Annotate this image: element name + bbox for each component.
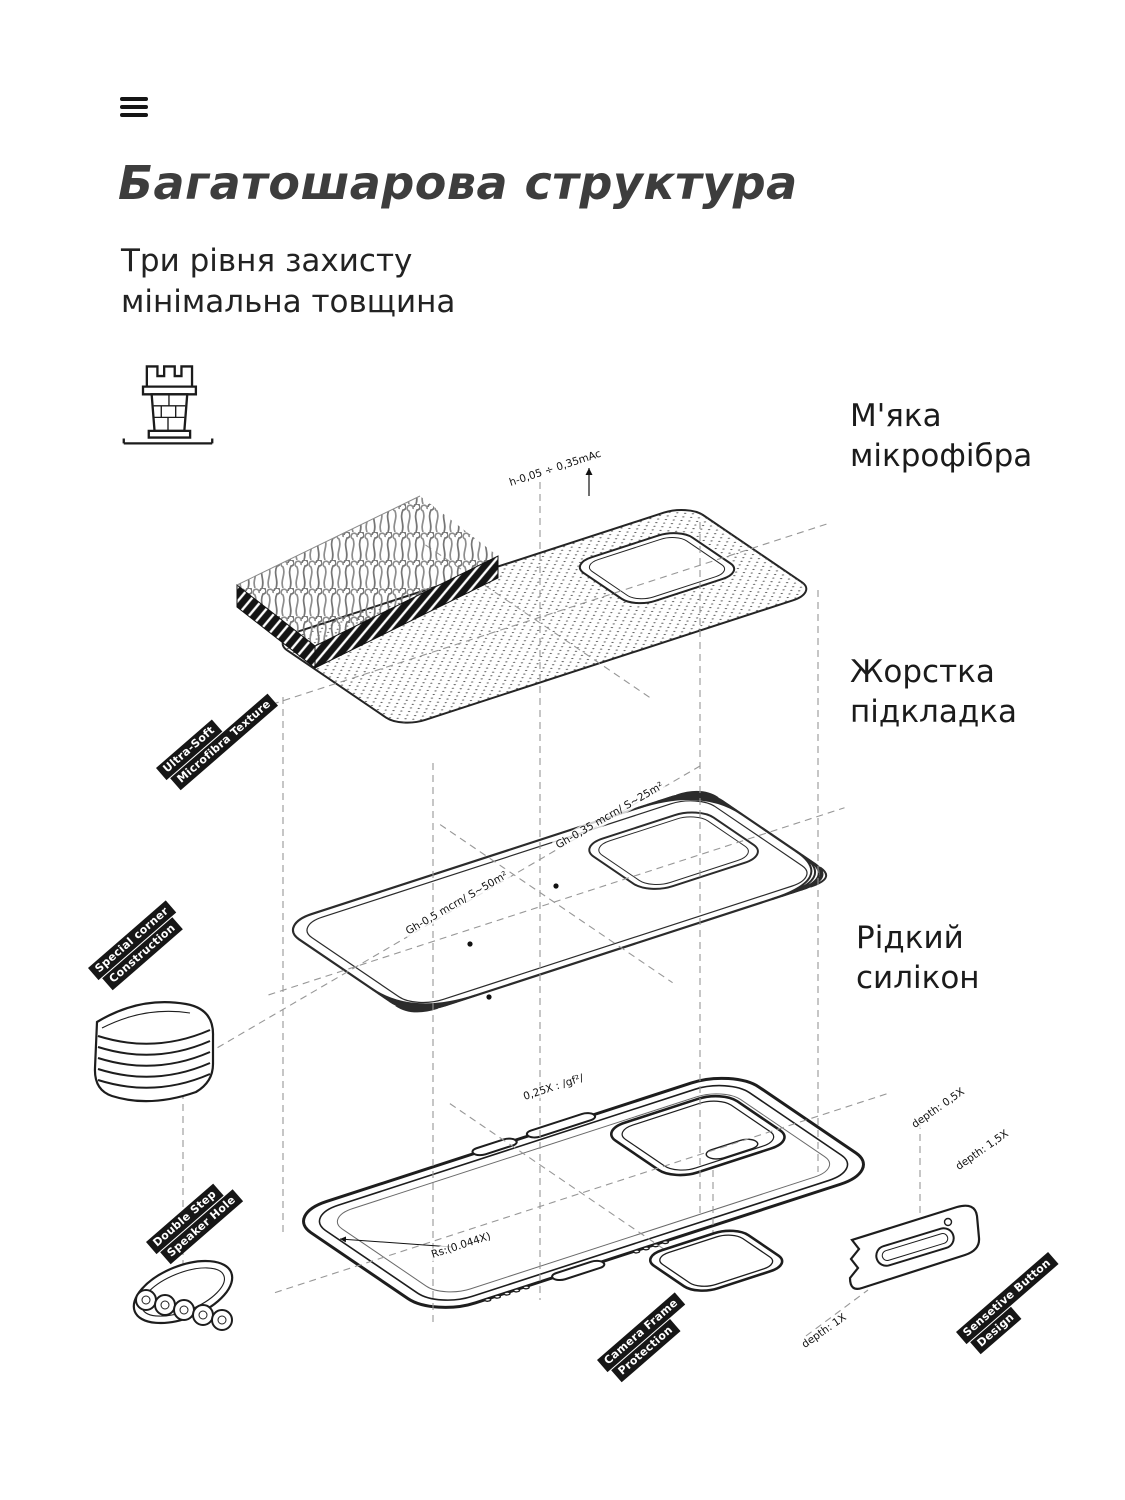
bottom-edge-details — [481, 1238, 673, 1304]
microfiber-texture-patch — [236, 495, 499, 670]
label-silicone-line1: Рідкий — [856, 920, 964, 956]
subtitle-line-2: мінімальна товщина — [121, 284, 456, 320]
label-lining-line2: підкладка — [850, 694, 1018, 730]
label-lining: Жорстка підкладка — [850, 652, 1017, 732]
side-buttons — [469, 1112, 598, 1157]
charging-port — [549, 1259, 608, 1281]
silicone-case-drawing — [144, 1003, 1020, 1380]
camera-hole-microfiber — [571, 529, 744, 608]
page-title: Багатошарова структура — [118, 156, 798, 210]
camera-hole-lining — [579, 807, 769, 894]
hard-lining-drawing — [155, 730, 964, 1075]
speaker-hole-piece-drawing — [132, 1259, 234, 1331]
corner-piece-drawing — [93, 1001, 215, 1103]
button-piece-drawing — [848, 1204, 981, 1290]
microfiber-layer-drawing — [163, 450, 947, 785]
label-microfiber-line2: мікрофібра — [850, 438, 1033, 474]
label-silicone-line2: силікон — [856, 960, 980, 996]
page-subtitle: Три рівня захисту мінімальна товщина — [121, 241, 455, 323]
label-microfiber: М'яка мікрофібра — [850, 396, 1032, 476]
label-silicone: Рідкий силікон — [856, 918, 980, 998]
subtitle-line-1: Три рівня захисту — [121, 243, 413, 279]
construction-lines — [144, 470, 921, 1337]
dimension-leaders — [339, 468, 593, 1248]
tower-icon — [122, 365, 214, 445]
label-microfiber-line1: М'яка — [850, 398, 942, 434]
label-lining-line1: Жорстка — [850, 654, 995, 690]
camera-hole-case — [601, 1091, 796, 1180]
camera-frame-piece-drawing — [641, 1226, 791, 1295]
menu-icon[interactable] — [120, 97, 148, 119]
